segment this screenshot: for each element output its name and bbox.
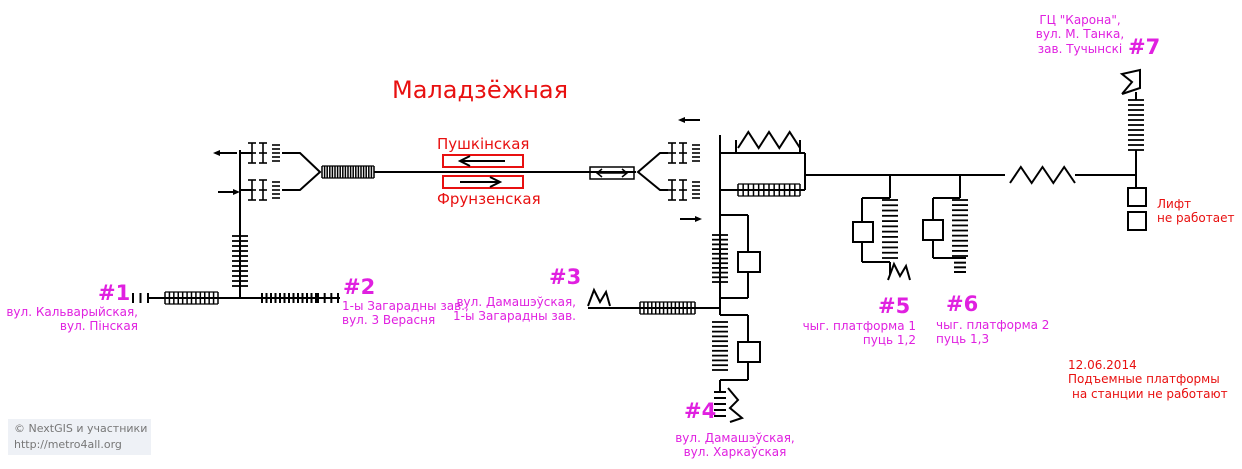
notice: 12.06.2014 Подъемные платформы на станци… [1068,358,1228,401]
platform-frunzenskaya [442,175,524,189]
ramp-icon [887,261,911,281]
exit-7-address: ГЦ "Карона", вул. М. Танка, зав. Тучынск… [1030,13,1130,56]
turnstile-icon [668,179,700,201]
platform-label-pushkinskaya: Пушкінская [437,135,530,153]
ramp-icon [1119,68,1141,95]
lift-box [852,221,874,243]
notice-line: на станции не работают [1072,386,1228,401]
exit-2-number: #2 [343,275,376,299]
escalator-icon [727,387,745,423]
lift-status: Лифт не работает [1157,197,1234,226]
exit-2-address: 1-ы Загарадны зав., вул. 3 Верасня [342,299,469,328]
exit-6-number: #6 [946,292,979,316]
bidirectional-arrow [589,166,635,180]
lift-status-line: не работает [1157,211,1235,226]
escalator-icon [1009,165,1076,185]
exit-4-number: #4 [684,399,717,423]
stairs-icon [1128,99,1144,151]
stairs-icon [737,183,801,197]
exit-1-address-line: вул. Пінская [59,319,138,334]
exit-2-address-line: вул. 3 Верасня [342,313,436,328]
exit-7-address-line: зав. Тучынскі [1037,41,1123,56]
exit-4-address-line: вул. Дамашэўская, [675,431,795,445]
exit-6-address: чыг. платформа 2 пуць 1,3 [936,318,1049,347]
turnstile-icon [248,142,280,164]
exit-5-address: чыг. платформа 1 пуць 1,2 [790,319,916,348]
direction-arrow-right-top [218,189,240,195]
fork-line [636,152,668,191]
exit-7-address-line: ГЦ "Карона", [1039,13,1121,27]
exit-3-address-line: 1-ы Загарадны зав. [453,309,576,324]
turnstile-icon [668,142,700,164]
exit-6-address-line: пуць 1,3 [936,332,990,347]
exit-5-address-line: чыг. платформа 1 [802,319,916,333]
exit-1-number: #1 [98,281,131,305]
stairs-icon [712,321,728,371]
lift-box [1127,187,1147,207]
exit-3-address-line: вул. Дамашэўская, [456,295,576,309]
ramp-icon [587,287,611,307]
exit-1-address-line: вул. Кальварыйская, [6,305,138,319]
direction-arrow-left-top [213,150,237,156]
direction-arrow-right-east [680,216,702,222]
lift-box [1127,211,1147,231]
fork-line [282,152,322,191]
exit-6-address-line: чыг. платформа 2 [936,318,1050,332]
notice-line: Подъемные платформы [1068,372,1220,387]
platform-label-frunzenskaya: Фрунзенская [437,190,541,208]
stairs-icon [639,301,696,315]
attribution-link[interactable]: http://metro4all.org [14,438,122,451]
stairs-icon [232,235,248,287]
lift-box [737,341,761,363]
exit-4-address-line: вул. Харкаўская [683,445,787,460]
exit-2-address-line: 1-ы Загарадны зав., [342,299,469,313]
exit-4-address: вул. Дамашэўская, вул. Харкаўская [660,431,810,460]
attribution-copyright: © NextGIS и участники [14,422,148,435]
exit-5-number: #5 [878,294,911,318]
lift-status-line: Лифт [1157,197,1192,211]
exit-3-address: вул. Дамашэўская, 1-ы Загарадны зав. [440,295,576,324]
station-title: Маладзёжная [392,76,569,104]
stairs-icon [882,199,898,259]
exit-1-address: вул. Кальварыйская, вул. Пінская [0,305,138,334]
exit-3-number: #3 [549,265,582,289]
stairs-icon [952,199,968,257]
attribution: © NextGIS и участники http://metro4all.o… [8,419,151,455]
exit-7-number: #7 [1128,35,1161,59]
escalator-icon [737,130,801,150]
direction-arrow-left-east [678,117,700,123]
platform-pushkinskaya [442,154,524,168]
exit-7-address-line: вул. М. Танка, [1035,27,1125,42]
stairs-icon [321,165,375,179]
stairs-icon [712,234,728,283]
stairs-icon [164,291,219,305]
exit-5-address-line: пуць 1,2 [862,333,916,348]
lift-box [737,251,761,273]
turnstile-icon [248,179,280,201]
notice-date: 12.06.2014 [1068,358,1137,372]
lift-box [922,219,944,241]
